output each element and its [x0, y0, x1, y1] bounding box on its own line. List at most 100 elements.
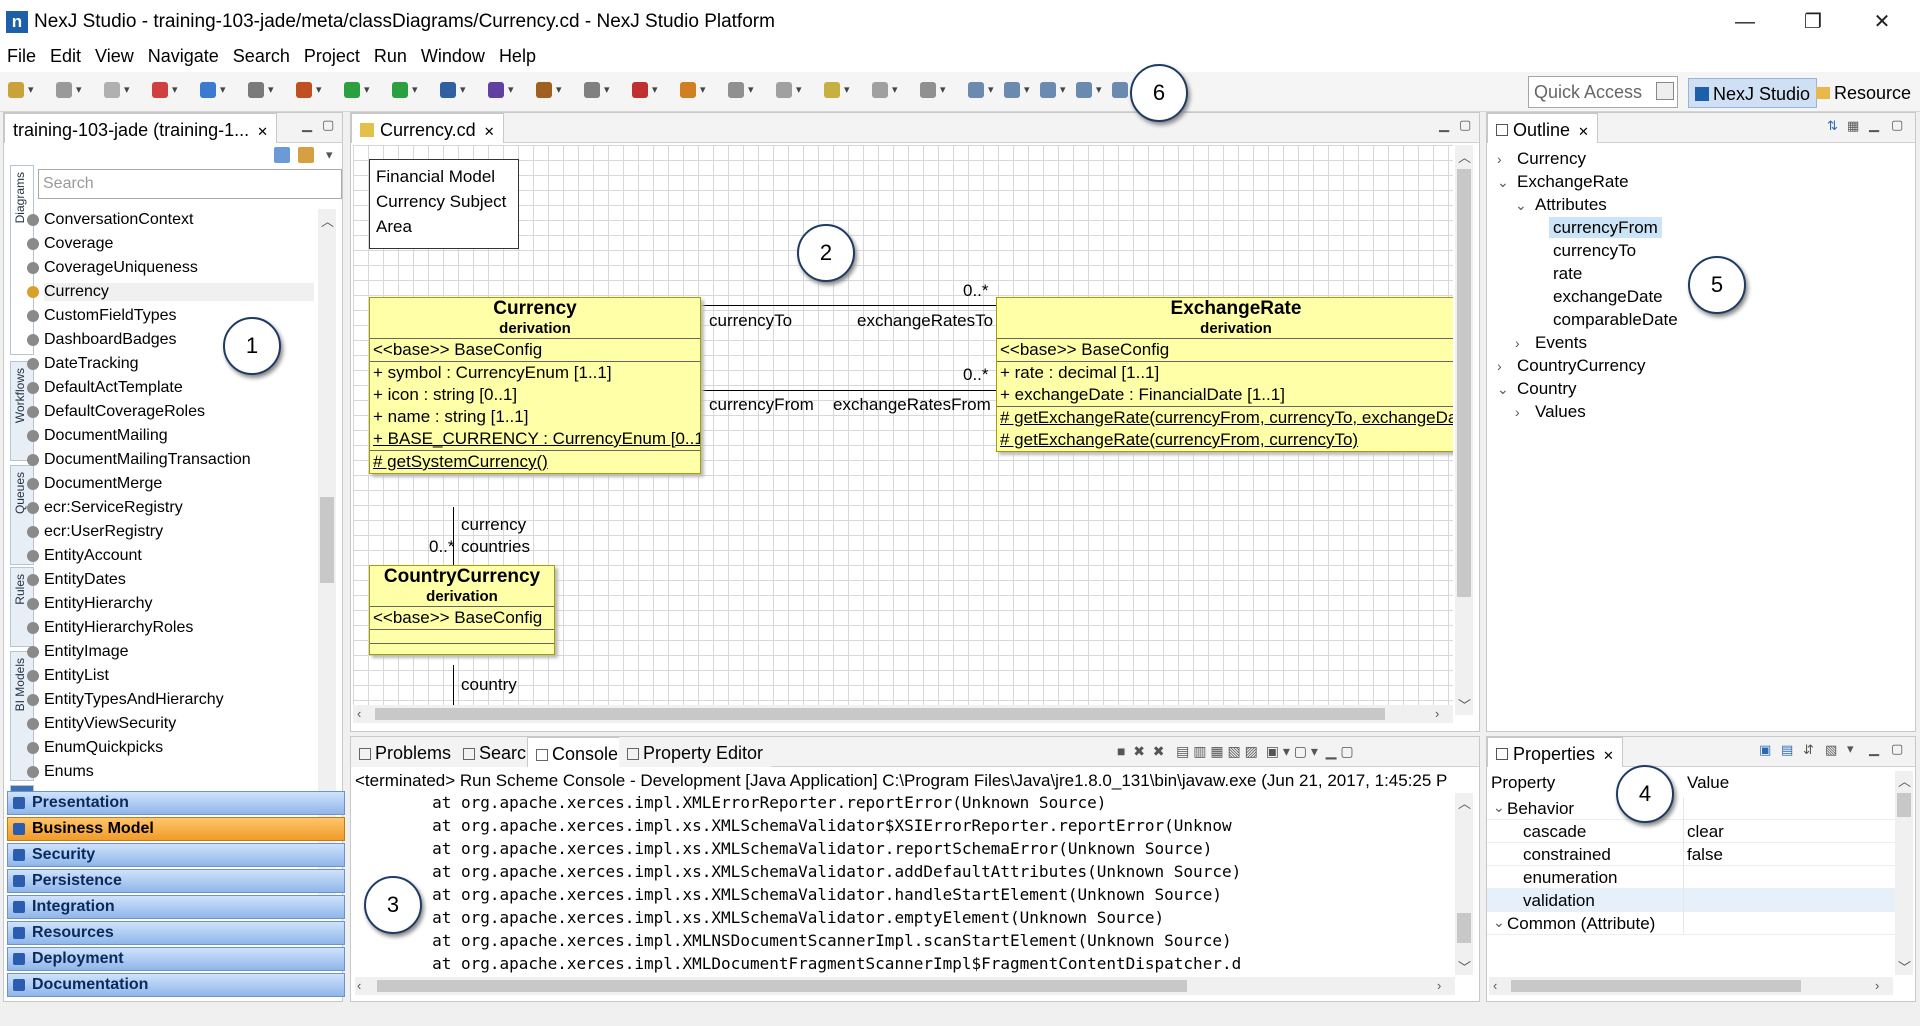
list-item[interactable]: ecr:UserRegistry	[27, 523, 314, 541]
toolbar-tool-icon[interactable]	[104, 82, 120, 98]
scroll-down-icon[interactable]: ﹀	[1898, 960, 1912, 975]
dropdown-arrow-icon[interactable]: ▾	[652, 84, 658, 96]
toolbar-tool-icon[interactable]	[1076, 82, 1092, 98]
toolbar-tool-icon[interactable]	[1112, 82, 1128, 98]
nav-integration[interactable]: Integration	[7, 895, 345, 919]
remove-launch-icon[interactable]: ✖	[1133, 743, 1145, 759]
nav-security[interactable]: Security	[7, 843, 345, 867]
property-row[interactable]: validation	[1487, 889, 1895, 912]
dropdown-arrow-icon[interactable]: ▾	[844, 84, 850, 96]
list-item[interactable]: EntityHierarchyRoles	[27, 619, 314, 637]
menu-project[interactable]: Project	[303, 46, 360, 66]
expand-chevron-icon[interactable]: ›	[1515, 335, 1520, 351]
class-attribute[interactable]: + name : string [1..1]	[373, 407, 529, 426]
toolbar-tool-icon[interactable]	[536, 82, 552, 98]
close-icon[interactable]: ✕	[257, 124, 269, 139]
association-line[interactable]	[453, 665, 454, 715]
list-item[interactable]: CoverageUniqueness	[27, 259, 314, 277]
expand-chevron-icon[interactable]: ⌄	[1497, 174, 1509, 190]
property-row[interactable]: enumeration	[1487, 866, 1895, 889]
scroll-thumb[interactable]	[377, 980, 1187, 992]
list-item[interactable]: EnumQuickpicks	[27, 739, 314, 757]
dropdown-arrow-icon[interactable]: ▾	[1096, 84, 1102, 96]
nav-deployment[interactable]: Deployment	[7, 947, 345, 971]
class-attribute[interactable]: + exchangeDate : FinancialDate [1..1]	[997, 384, 1453, 407]
categories-icon[interactable]: ▤	[1781, 742, 1794, 757]
list-item[interactable]: EntityDates	[27, 571, 314, 589]
dropdown-arrow-icon[interactable]: ▾	[556, 84, 562, 96]
minimize-icon[interactable]: ▁	[1439, 117, 1449, 132]
maximize-icon[interactable]: ▢	[1340, 743, 1354, 759]
scroll-up-icon[interactable]: ︿	[1898, 774, 1912, 789]
dropdown-arrow-icon[interactable]: ▾	[28, 84, 34, 96]
list-item[interactable]: EntityHierarchy	[27, 595, 314, 613]
association-line[interactable]	[701, 390, 996, 391]
show-stderr-icon[interactable]: ▨	[1244, 743, 1258, 759]
list-item[interactable]: EntityTypesAndHierarchy	[27, 691, 314, 709]
class-operation[interactable]: # getExchangeRate(currencyFrom, currency…	[1000, 430, 1359, 449]
menu-search[interactable]: Search	[232, 46, 290, 66]
toolbar-tool-icon[interactable]	[632, 82, 648, 98]
new-console-icon[interactable]: ▢	[1293, 743, 1307, 759]
toolbar-tool-icon[interactable]	[920, 82, 936, 98]
dropdown-arrow-icon[interactable]: ▾	[796, 84, 802, 96]
scroll-up-icon[interactable]: ︿	[1458, 150, 1472, 165]
open-perspective-icon[interactable]	[1656, 82, 1674, 100]
expand-chevron-icon[interactable]: ›	[1515, 404, 1520, 420]
list-item[interactable]: DocumentMerge	[27, 475, 314, 493]
class-attribute[interactable]: + BASE_CURRENCY : CurrencyEnum [0..1]	[370, 428, 700, 451]
dropdown-arrow-icon[interactable]: ▾	[268, 84, 274, 96]
minimize-icon[interactable]: ▁	[1325, 743, 1337, 759]
toolbar-tool-icon[interactable]	[872, 82, 888, 98]
dropdown-arrow-icon[interactable]: ▾	[604, 84, 610, 96]
diagram-canvas[interactable]: Financial Model Currency Subject Area 0.…	[353, 145, 1453, 715]
menu-run[interactable]: Run	[373, 46, 407, 66]
toolbar-tool-icon[interactable]	[728, 82, 744, 98]
close-icon[interactable]: ✕	[483, 124, 495, 139]
scroll-left-icon[interactable]: ‹	[1493, 978, 1498, 993]
list-item[interactable]: Enums	[27, 763, 314, 781]
association-line[interactable]	[701, 305, 996, 306]
menu-help[interactable]: Help	[498, 46, 536, 66]
list-item[interactable]: DocumentMailing	[27, 427, 314, 445]
properties-tab[interactable]: Properties✕	[1487, 737, 1623, 767]
toolbar-tool-icon[interactable]	[8, 82, 24, 98]
outline-node[interactable]: currencyTo	[1533, 241, 1640, 261]
dropdown-arrow-icon[interactable]: ▾	[364, 84, 370, 96]
pin-console-icon[interactable]: ▣	[1265, 743, 1279, 759]
menu-window[interactable]: Window	[420, 46, 485, 66]
perspective-nexj-studio[interactable]: NexJ Studio	[1688, 78, 1818, 108]
property-value[interactable]: clear	[1687, 822, 1724, 841]
dropdown-arrow-icon[interactable]: ▾	[460, 84, 466, 96]
dropdown-arrow-icon[interactable]: ▾	[892, 84, 898, 96]
toolbar-tool-icon[interactable]	[1004, 82, 1020, 98]
tab-property-editor[interactable]: Property Editor	[619, 737, 772, 767]
close-button[interactable]: ✕	[1873, 11, 1891, 33]
outline-node[interactable]: currencyFrom	[1533, 217, 1662, 238]
link-editor-icon[interactable]	[298, 147, 314, 163]
vtab-diagrams[interactable]: Diagrams	[10, 165, 34, 355]
toolbar-tool-icon[interactable]	[296, 82, 312, 98]
dropdown-arrow-icon[interactable]: ▾	[1024, 84, 1030, 96]
dropdown-arrow-icon[interactable]: ▾	[988, 84, 994, 96]
maximize-icon[interactable]: ▢	[1459, 117, 1472, 132]
tab-problems[interactable]: Problems	[351, 737, 460, 767]
list-item[interactable]: EntityViewSecurity	[27, 715, 314, 733]
list-item[interactable]: Coverage	[27, 235, 314, 253]
toolbar-tool-icon[interactable]	[152, 82, 168, 98]
console-output[interactable]: at org.apache.xerces.impl.XMLErrorReport…	[355, 793, 1453, 975]
list-item[interactable]: DashboardBadges	[27, 331, 314, 349]
console-vscroll[interactable]: ︿ ﹀	[1455, 793, 1473, 975]
outline-node[interactable]: ⌄ExchangeRate	[1497, 172, 1633, 192]
scroll-thumb[interactable]	[1457, 169, 1471, 597]
list-item[interactable]: DefaultCoverageRoles	[27, 403, 314, 421]
expand-chevron-icon[interactable]: ⌄	[1493, 799, 1505, 815]
maximize-icon[interactable]: ▢	[322, 117, 335, 132]
menu-view[interactable]: View	[95, 46, 134, 66]
list-item[interactable]: DateTracking	[27, 355, 314, 373]
view-menu-icon[interactable]: ▾	[326, 147, 333, 162]
scroll-thumb[interactable]	[320, 497, 334, 583]
list-item[interactable]: DocumentMailingTransaction	[27, 451, 314, 469]
